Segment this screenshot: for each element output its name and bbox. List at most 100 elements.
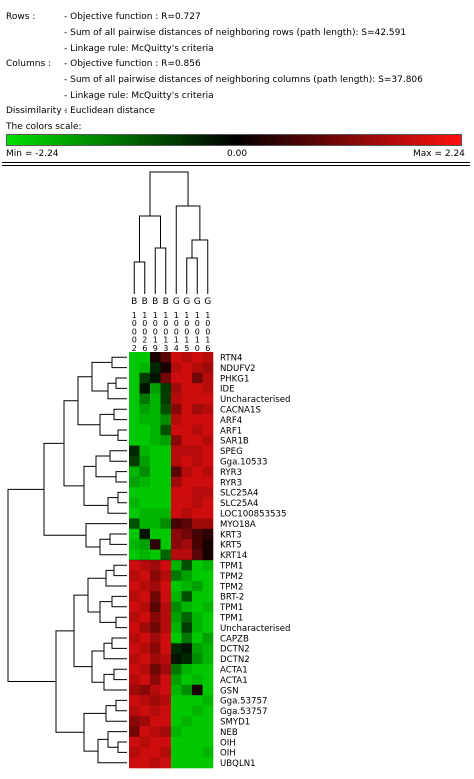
column-dendrogram-branch (175, 205, 201, 294)
heatmap-cell (171, 414, 182, 426)
heatmap-cell (160, 508, 172, 519)
heatmap-cell (202, 705, 214, 717)
dissimilarity-value: - Euclidean distance (64, 106, 155, 116)
row-labels: RTN4NDUFV2PHKG1IDEUncharacterisedCACNA1S… (219, 354, 291, 770)
heatmap-cell (129, 560, 140, 571)
heatmap-cell (192, 601, 203, 613)
heatmap-cell (139, 643, 151, 654)
heatmap-cell (171, 632, 182, 644)
row-dendrogram-branch (109, 533, 127, 545)
heatmap-cell (139, 601, 151, 613)
heatmap-cell (192, 424, 203, 436)
heatmap-cell (150, 705, 161, 717)
heatmap-cell (202, 570, 214, 582)
heatmap-cell (139, 747, 151, 758)
heatmap-cell (139, 362, 151, 374)
heatmap-cell (192, 674, 203, 686)
heatmap-cell (192, 539, 203, 550)
heatmap-cell (160, 372, 172, 384)
heatmap-cell (150, 580, 161, 592)
column-dendrogram-branch (149, 171, 189, 216)
column-id-digit: 0 (174, 319, 179, 328)
heatmap-cell (150, 736, 161, 748)
heatmap-cell (181, 383, 193, 394)
row-dendrogram-branch (97, 738, 127, 764)
heatmap-cell (192, 580, 203, 592)
heatmap-cell (160, 466, 172, 478)
heatmap-cell (181, 580, 193, 592)
heatmap-cell (192, 705, 203, 717)
heatmap-cell (139, 560, 151, 571)
heatmap-cell (171, 539, 182, 550)
heatmap-cell (202, 393, 214, 405)
heatmap-cell (181, 622, 193, 634)
heatmap-cell (129, 476, 140, 488)
heatmap-cell (150, 726, 161, 738)
column-dendrogram-branch (133, 261, 146, 294)
row-label: KRT14 (220, 551, 247, 561)
heatmap-cell (129, 570, 140, 582)
column-id-digit: 1 (132, 311, 137, 320)
heatmap-cell (150, 487, 161, 498)
heatmap-cell (139, 684, 151, 696)
heatmap-cell (192, 528, 203, 540)
heatmap-cell (171, 684, 182, 696)
column-id-digit: 6 (205, 344, 210, 353)
heatmap-cell (171, 591, 182, 602)
separator-line (2, 162, 470, 163)
row-dendrogram-branch (115, 616, 127, 629)
heatmap-cell (171, 695, 182, 706)
heatmap-cell (129, 414, 140, 426)
heatmap-cell (171, 518, 182, 530)
row-dendrogram-branch (91, 650, 104, 683)
heatmap-cell (181, 684, 193, 696)
heatmap-cell (150, 414, 161, 426)
heatmap-cell (160, 716, 172, 727)
row-label: NDUFV2 (220, 364, 256, 374)
row-dendrogram-branch (115, 471, 127, 483)
heatmap-cell (192, 643, 203, 654)
heatmap-cell (171, 383, 182, 394)
heatmap-cell (160, 445, 172, 457)
column-group-label: G (183, 297, 190, 307)
column-id-digit: 0 (205, 327, 210, 336)
heatmap-cell (139, 476, 151, 488)
heatmap-cell (202, 591, 214, 602)
heatmap-cells (129, 352, 214, 769)
heatmap-cell (139, 570, 151, 582)
heatmap-cell (139, 632, 151, 644)
heatmap-cell (181, 747, 193, 758)
heatmap-cell (129, 393, 140, 405)
column-dendrogram-branch (139, 215, 161, 262)
heatmap-cell (139, 414, 151, 426)
separator-line (2, 165, 470, 166)
row-dendrogram-branch (99, 601, 116, 623)
row-label: OIH (220, 749, 236, 759)
row-dendrogram-branch (55, 630, 84, 733)
heatmap-cell (160, 643, 172, 654)
row-dendrogram-branch (113, 668, 127, 681)
heatmap-cell (160, 456, 172, 467)
heatmap-cell (171, 393, 182, 405)
heatmap-cell (171, 424, 182, 436)
heatmap-cell (181, 476, 193, 488)
heatmap-cell (129, 612, 140, 623)
heatmap-cell (160, 393, 172, 405)
heatmap-cell (160, 518, 172, 530)
heatmap-cell (192, 736, 203, 748)
row-label: TPM2 (219, 582, 243, 592)
heatmap-cell (160, 476, 172, 488)
heatmap-cell (171, 747, 182, 758)
heatmap-cell (171, 372, 182, 384)
heatmap-cell (129, 362, 140, 374)
heatmap-cell (150, 518, 161, 530)
heatmap-cell (181, 445, 193, 457)
heatmap-cell (202, 445, 214, 457)
row-label: IDE (220, 385, 235, 395)
row-dendrogram-branch (73, 594, 92, 668)
heatmap-cell (129, 695, 140, 706)
heatmap-cell (160, 632, 172, 644)
column-group-label: B (163, 297, 169, 307)
rows-objective: - Objective function : R=0.727 (64, 12, 201, 22)
